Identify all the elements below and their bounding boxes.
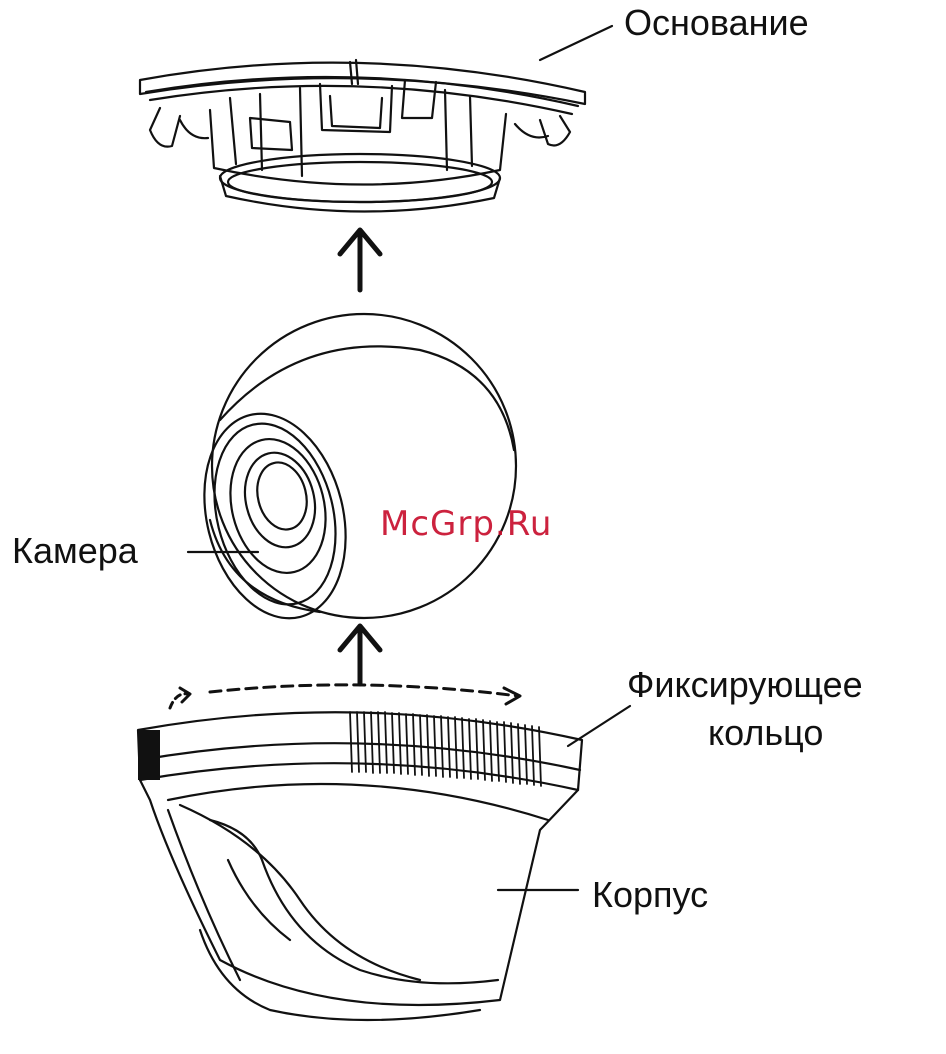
label-ring-line1: Фиксирующее [627, 664, 863, 706]
label-housing: Корпус [592, 874, 708, 916]
label-camera: Камера [12, 530, 138, 572]
leader-ring [568, 706, 630, 746]
base-part [140, 60, 585, 212]
camera-part [184, 314, 516, 633]
arrow-up-icon [340, 230, 380, 290]
housing-part [138, 712, 582, 1020]
arrow-up-icon [340, 626, 380, 684]
leader-base [540, 26, 612, 60]
dashed-rotate-arrow-icon [170, 685, 520, 708]
label-base: Основание [624, 2, 809, 44]
label-ring-line2: кольцо [708, 712, 823, 754]
watermark: McGrp.Ru [380, 504, 552, 544]
